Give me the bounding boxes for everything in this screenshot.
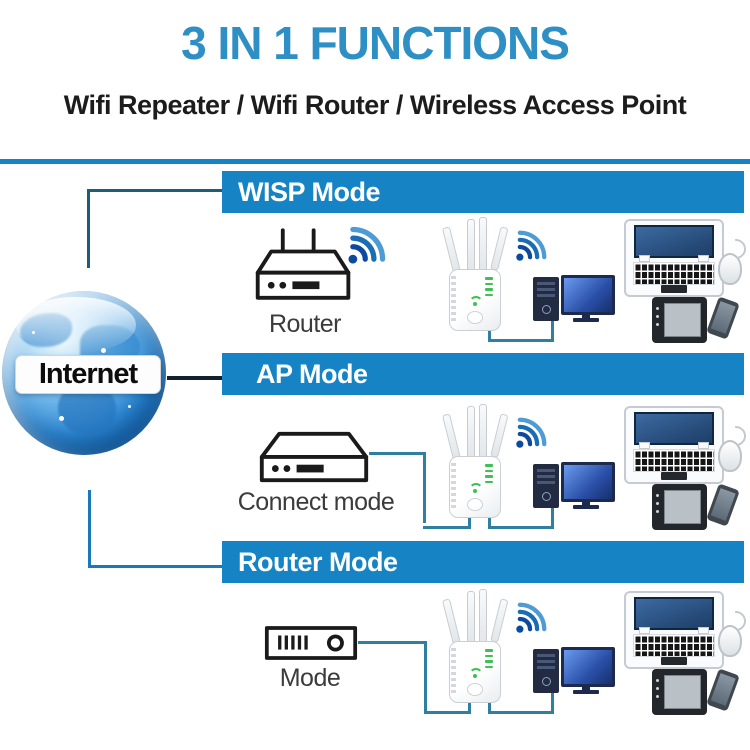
source-device-label: Connect mode	[237, 488, 395, 516]
repeater-antenna	[467, 219, 475, 273]
laptop-trackpad	[661, 472, 687, 480]
monitor-icon	[561, 647, 615, 694]
connector-globe-to-router	[88, 490, 225, 568]
globe-sparkles	[32, 331, 35, 334]
laptop-icon	[624, 591, 724, 669]
repeater-antenna	[479, 589, 487, 645]
tablet-screen	[664, 675, 701, 709]
repeater-wps-button	[467, 683, 483, 696]
internet-label: Internet	[15, 355, 161, 394]
laptop-keyboard	[633, 449, 715, 472]
pc-logo	[542, 305, 551, 314]
globe-gloss	[16, 297, 136, 353]
device-cluster-router	[441, 585, 748, 719]
cable-modem-to-repeater	[358, 641, 427, 714]
tablet-icon	[652, 484, 707, 530]
repeater-leds	[485, 464, 493, 486]
mouse-icon	[718, 625, 742, 657]
wifi-signal-icon	[516, 417, 547, 448]
repeater-vent	[451, 276, 456, 324]
wifi-signal-icon	[516, 602, 547, 633]
section-bar-ap-mode: AP Mode	[222, 353, 744, 395]
laptop-screen	[634, 597, 714, 634]
phone-screen	[710, 673, 736, 706]
repeater-icon	[441, 217, 509, 331]
laptop-trackpad	[661, 285, 687, 293]
pc-drive-bays	[537, 469, 555, 484]
connector-globe-to-ap	[167, 376, 222, 380]
source-device-label: Mode	[279, 664, 341, 692]
repeater-vent	[451, 648, 456, 696]
header-divider-line	[0, 159, 750, 164]
tablet-screen	[664, 303, 701, 337]
repeater-vent	[451, 463, 456, 511]
laptop-screen	[634, 225, 714, 262]
repeater-leds	[485, 277, 493, 299]
page-subtitle: Wifi Repeater / Wifi Router / Wireless A…	[63, 90, 687, 120]
repeater-wifi-led	[468, 295, 483, 309]
desktop-pc-icon	[533, 277, 559, 321]
wifi-signal-icon	[516, 230, 547, 261]
tablet-buttons	[656, 494, 659, 497]
desktop-pc-icon	[533, 464, 559, 508]
repeater-body	[449, 456, 501, 518]
repeater-antenna	[479, 404, 487, 460]
page-title: 3 IN 1 FUNCTIONS	[181, 17, 570, 69]
pc-drive-bays	[537, 654, 555, 669]
repeater-body	[449, 269, 501, 331]
connector-globe-to-wisp	[87, 189, 225, 268]
repeater-icon	[441, 404, 509, 518]
pc-drive-bays	[537, 282, 555, 297]
repeater-wifi-led	[468, 482, 483, 496]
laptop-keyboard	[633, 634, 715, 657]
repeater-leds	[485, 649, 493, 671]
source-device-label: Router	[268, 310, 342, 338]
repeater-wps-button	[467, 498, 483, 511]
modem-front-icon	[264, 626, 358, 660]
phone-icon	[706, 483, 740, 527]
phone-icon	[706, 668, 740, 712]
repeater-antenna	[441, 226, 461, 273]
monitor-icon	[561, 275, 615, 322]
repeater-wifi-led	[468, 667, 483, 681]
tablet-buttons	[656, 679, 659, 682]
mouse-icon	[718, 253, 742, 285]
pc-logo	[542, 492, 551, 501]
section-bar-router-mode: Router Mode	[222, 541, 744, 583]
repeater-body	[449, 641, 501, 703]
repeater-antenna	[467, 406, 475, 460]
mouse-icon	[718, 440, 742, 472]
repeater-antenna	[479, 217, 487, 273]
repeater-antenna	[441, 413, 461, 460]
laptop-trackpad	[661, 657, 687, 665]
phone-screen	[710, 488, 736, 521]
laptop-keyboard	[633, 262, 715, 285]
section-bar-wisp-mode: WISP Mode	[222, 171, 744, 213]
laptop-icon	[624, 219, 724, 297]
repeater-wps-button	[467, 311, 483, 324]
desktop-pc-icon	[533, 649, 559, 693]
router-icon	[255, 228, 351, 300]
tablet-buttons	[656, 307, 659, 310]
wifi-signal-icon	[348, 226, 386, 264]
laptop-icon	[624, 406, 724, 484]
tablet-icon	[652, 669, 707, 715]
repeater-icon	[441, 589, 509, 703]
phone-screen	[710, 301, 736, 334]
modem-box-icon	[259, 431, 369, 483]
tablet-icon	[652, 297, 707, 343]
device-cluster-ap	[441, 400, 748, 534]
tablet-screen	[664, 490, 701, 524]
phone-icon	[706, 296, 740, 340]
laptop-screen	[634, 412, 714, 449]
monitor-icon	[561, 462, 615, 509]
repeater-antenna	[467, 591, 475, 645]
cable-modem-to-repeater	[369, 452, 426, 523]
pc-logo	[542, 677, 551, 686]
device-cluster-wisp	[441, 213, 748, 347]
repeater-antenna	[441, 598, 461, 645]
